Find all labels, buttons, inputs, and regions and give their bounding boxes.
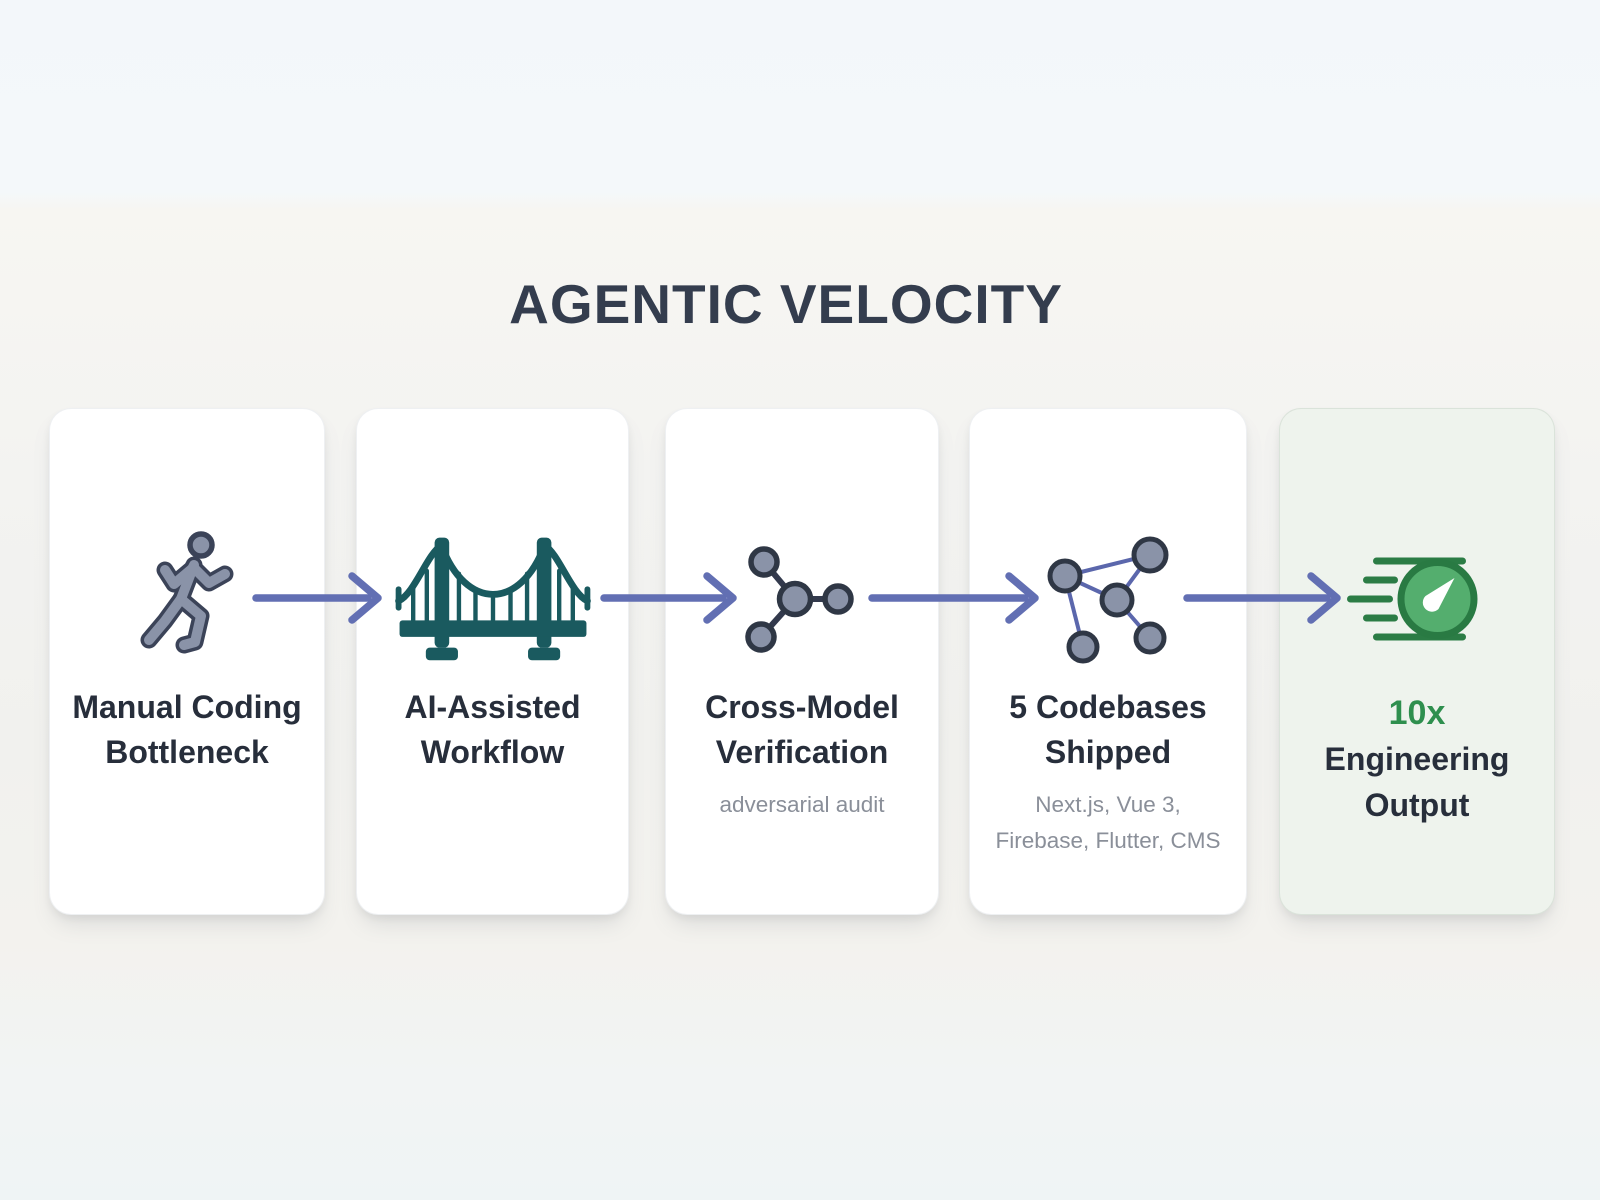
step-label: AI-Assisted Workflow [357, 685, 628, 775]
flow-arrow-icon [1183, 566, 1341, 630]
step-subtext: adversarial audit [666, 787, 938, 823]
step-label-line: Bottleneck [105, 734, 269, 770]
step-label-line: Manual Coding [72, 689, 302, 725]
step-card-cross-model-verification: Cross-Model Verification adversarial aud… [665, 408, 939, 915]
step-label-line: 5 Codebases [1009, 689, 1207, 725]
step-label: 10x Engineering Output [1280, 690, 1554, 828]
model-network-icon [742, 544, 862, 659]
step-label: 5 Codebases Shipped [970, 685, 1246, 775]
step-subtext-line: Firebase, Flutter, CMS [995, 828, 1221, 853]
multiplier-highlight: 10x [1388, 694, 1446, 732]
flow-arrow-icon [600, 566, 737, 630]
step-card-engineering-output: 10x Engineering Output [1279, 408, 1555, 915]
step-card-codebases-shipped: 5 Codebases Shipped Next.js, Vue 3, Fire… [969, 408, 1247, 915]
step-label-line: Engineering [1324, 741, 1510, 777]
walking-person-icon [135, 529, 239, 674]
step-card-manual-coding-bottleneck: Manual Coding Bottleneck [49, 408, 325, 915]
step-card-ai-assisted-workflow: AI-Assisted Workflow [356, 408, 629, 915]
flow-arrow-icon [252, 566, 382, 630]
step-label-line: Cross-Model [705, 689, 899, 725]
step-label: Cross-Model Verification [666, 685, 938, 775]
step-label: Manual Coding Bottleneck [50, 685, 324, 775]
step-subtext-line: adversarial audit [719, 792, 885, 817]
step-subtext-line: Next.js, Vue 3, [1035, 792, 1181, 817]
bridge-icon [394, 525, 591, 676]
step-label-line: Output [1364, 787, 1470, 823]
speedometer-icon [1345, 554, 1490, 649]
step-label-line: Workflow [420, 734, 565, 770]
step-label-line: Verification [715, 734, 889, 770]
step-subtext: Next.js, Vue 3, Firebase, Flutter, CMS [970, 787, 1246, 859]
step-label-line: AI-Assisted [404, 689, 581, 725]
graph-network-icon [1038, 534, 1178, 669]
flow-arrow-icon [868, 566, 1039, 630]
page-title: AGENTIC VELOCITY [509, 273, 1063, 335]
step-label-line: Shipped [1044, 734, 1172, 770]
